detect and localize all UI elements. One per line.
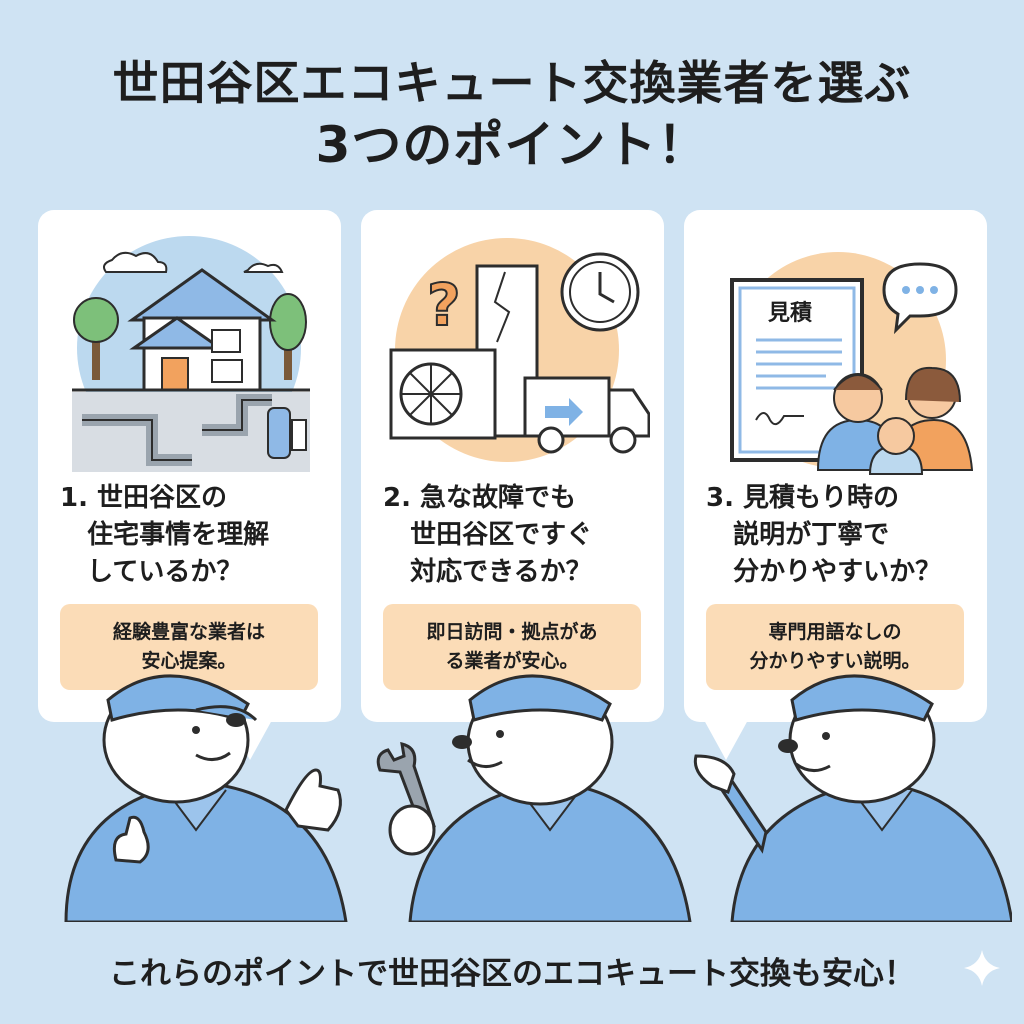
point-2-heading: 2. 急な故障でも 世田谷区ですぐ 対応できるか？ bbox=[383, 483, 593, 587]
point-3-heading: 3. 見積もり時の 説明が丁寧で 分かりやすいか？ bbox=[706, 483, 942, 587]
point-1-note: 経験豊富な業者は 安心提案。 bbox=[60, 604, 318, 690]
bear-thumbs-up-mascot bbox=[64, 674, 348, 922]
page-title: 世田谷区エコキュート交換業者を選ぶ 3つのポイント！ bbox=[0, 52, 1024, 176]
title-line-2: 3つのポイント！ bbox=[315, 116, 709, 174]
point-2-note: 即日訪問・拠点があ る業者が安心。 bbox=[383, 604, 641, 690]
point-3-note: 専門用語なしの 分かりやすい説明。 bbox=[706, 604, 964, 690]
broken-heater-van-clock-illustration: ? bbox=[389, 238, 650, 462]
svg-text:?: ? bbox=[427, 271, 461, 339]
estimate-family-illustration: 見積 bbox=[730, 252, 973, 475]
bear-pointing-mascot bbox=[693, 674, 1012, 922]
sparkle-icon bbox=[964, 950, 1000, 986]
title-line-1: 世田谷区エコキュート交換業者を選ぶ bbox=[112, 56, 912, 110]
speech-tail bbox=[704, 720, 748, 760]
point-card-2: ? 2. 急な故障でも 世田谷区ですぐ 対応できるか？ 即日訪問・拠点があ る業… bbox=[361, 210, 664, 722]
footer-message: これらのポイントで世田谷区のエコキュート交換も安心！ bbox=[109, 956, 915, 992]
point-1-heading: 1. 世田谷区の 住宅事情を理解 しているか？ bbox=[60, 483, 270, 587]
point-card-1: 1. 世田谷区の 住宅事情を理解 しているか？ 経験豊富な業者は 安心提案。 bbox=[38, 210, 341, 760]
bear-wrench-mascot bbox=[376, 674, 692, 922]
house-piping-illustration bbox=[72, 236, 310, 472]
point-card-3: 見積 3. 見積もり時の 説明が丁寧で 分かりやすいか？ 専門用語なしの 分かり… bbox=[684, 210, 987, 760]
estimate-label: 見積 bbox=[768, 301, 813, 326]
